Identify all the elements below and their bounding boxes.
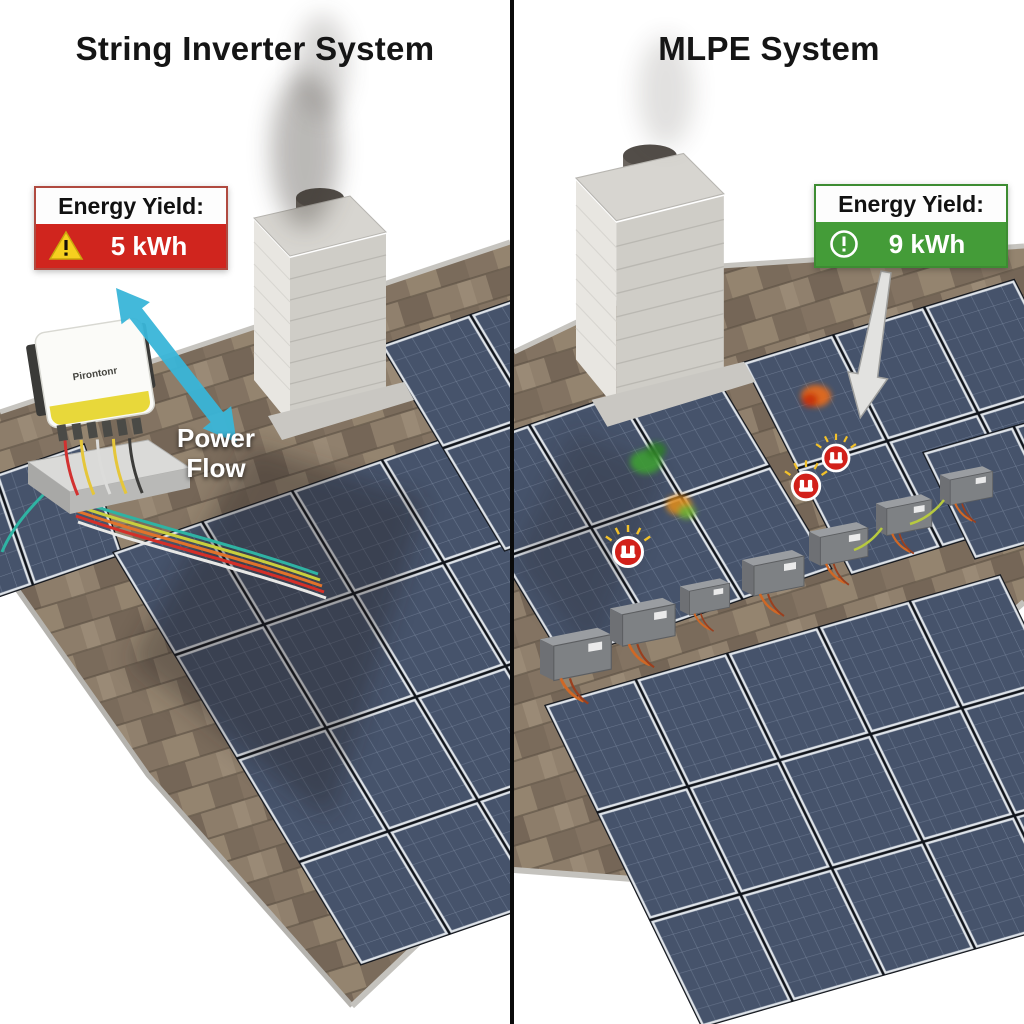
inverter-cables	[63, 438, 144, 496]
power-flow-arrow double-headed-arrow-icon	[116, 288, 237, 443]
solar-array-top-right	[742, 278, 1024, 576]
dc-wiring-bundle	[0, 492, 327, 600]
energy-yield-badge-left: Energy Yield: 5 kWh	[34, 186, 228, 270]
energy-yield-label: Energy Yield:	[36, 188, 226, 224]
smoke-plume	[638, 36, 694, 148]
roof-rake-edge	[0, 563, 354, 1008]
mlpe-scene	[514, 36, 1024, 1024]
smoke-plume-upper	[296, 14, 348, 118]
left-title: String Inverter System	[75, 30, 435, 67]
inverter-connectors	[56, 417, 143, 442]
solar-array-upper-right	[380, 283, 510, 552]
panel-debris	[630, 385, 831, 519]
split-divider	[510, 0, 514, 1024]
inverter-accent-band	[49, 390, 150, 425]
solar-array-far-right	[922, 399, 1024, 560]
energy-yield-label: Energy Yield:	[816, 186, 1006, 222]
string-inverter-panel: Pirontonr String Inverter Sy	[0, 0, 510, 1024]
solar-array-bottom	[544, 574, 1024, 1024]
string-inverter: Pirontonr	[26, 317, 156, 496]
mlpe-wiring	[853, 499, 945, 552]
mlpe-panel: MLPE System Energy Yield: 9 kWh	[514, 0, 1024, 1024]
string-inverter-scene: Pirontonr	[0, 14, 510, 1009]
energy-yield-value: 9 kWh	[888, 228, 966, 259]
energy-yield-value: 5 kWh	[110, 230, 188, 261]
inverter-platform	[26, 439, 192, 514]
alert-circle-icon	[830, 230, 858, 258]
chimney-shadow	[514, 430, 664, 660]
pointer-arrow down-arrow-icon	[847, 270, 892, 420]
warning-triangle-icon	[48, 230, 84, 260]
energy-yield-badge-right: Energy Yield: 9 kWh	[814, 184, 1008, 268]
power-flow-label: Power Flow	[176, 423, 256, 483]
right-title: MLPE System	[658, 30, 880, 67]
